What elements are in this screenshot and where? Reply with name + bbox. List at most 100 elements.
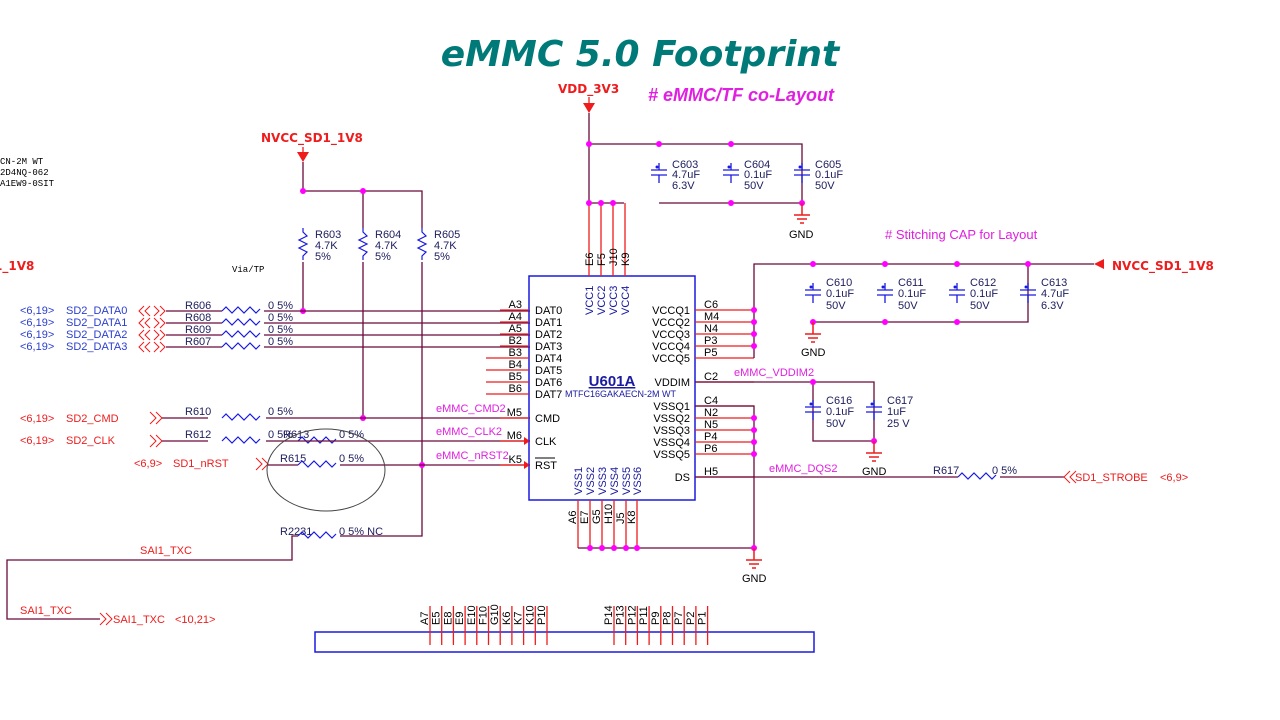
data-net-label[interactable]: SD2_DATA3 — [66, 341, 127, 353]
r615-ref: R615 — [280, 453, 306, 465]
pin-number: E8 — [442, 612, 454, 625]
resistor-r617 — [957, 472, 997, 480]
strobe-net-label[interactable]: SD1_STROBE — [1075, 472, 1148, 484]
emmc-rst-label: eMMC_nRST2 — [436, 450, 509, 462]
vddim-net-label: eMMC_VDDIM2 — [734, 367, 814, 379]
cap-ref: C610 — [826, 277, 852, 289]
chip-u601a[interactable] — [528, 275, 696, 501]
pin-name: VSSQ5 — [653, 449, 690, 461]
pin-number: G10 — [489, 604, 501, 625]
data-net-label[interactable]: SD2_DATA2 — [66, 329, 127, 341]
pin-number: P4 — [704, 431, 717, 443]
gnd-label: GND — [742, 573, 767, 585]
data-resistor-ref: R609 — [185, 324, 211, 336]
pin-name: VSS1 — [573, 467, 585, 495]
data-resistor-value: 0 5% — [268, 300, 293, 312]
capacitor-symbol — [949, 283, 965, 303]
pin-number: G5 — [591, 509, 603, 524]
pin-number: P12 — [626, 605, 638, 625]
offpage-connector-icon — [138, 341, 166, 353]
cap-value: 0.1uF — [826, 406, 854, 418]
colayout-note: # eMMC/TF co-Layout — [648, 85, 835, 105]
pin-number: A5 — [509, 323, 522, 335]
pullup-ref: R605 — [434, 229, 460, 241]
pin-number: P6 — [704, 443, 717, 455]
data-resistor-value: 0 5% — [268, 336, 293, 348]
pin-number: P2 — [685, 612, 697, 625]
pin-number: N5 — [704, 419, 718, 431]
cap-value: 0.1uF — [815, 169, 843, 181]
pin-number: E7 — [579, 511, 591, 524]
pin-name: VCCQ1 — [652, 305, 690, 317]
pin-number: P11 — [638, 606, 650, 625]
capacitor-symbol — [877, 283, 893, 303]
pin-name: VSSQ3 — [653, 425, 690, 437]
pin-name: VCC4 — [620, 286, 632, 315]
dqs-net-label: eMMC_DQS2 — [769, 463, 837, 475]
pin-number: K9 — [620, 253, 632, 266]
power-arrow-vdd-icon — [583, 97, 595, 113]
pin-number: P3 — [704, 335, 717, 347]
cap-voltage: 50V — [815, 180, 835, 192]
cap-voltage: 50V — [826, 418, 846, 430]
pin-number: A4 — [509, 311, 522, 323]
data-net-label[interactable]: SD2_DATA0 — [66, 305, 127, 317]
cap-voltage: 50V — [898, 300, 918, 312]
pin-number: M5 — [507, 407, 522, 419]
capacitor-symbol — [651, 163, 667, 183]
pin-number: E9 — [454, 612, 466, 625]
gnd-label: GND — [862, 466, 887, 478]
pin-name: DAT0 — [535, 305, 562, 317]
pin-number: N2 — [704, 407, 718, 419]
pin-name: VCCQ3 — [652, 329, 690, 341]
cap-voltage: 50V — [744, 180, 764, 192]
capacitor-symbol — [805, 283, 821, 303]
pin-number: J10 — [608, 248, 620, 266]
offpage-connector-icon — [255, 457, 269, 471]
cap-ref: C603 — [672, 159, 698, 171]
pin-name: VCCQ2 — [652, 317, 690, 329]
cap-value: 4.7uF — [1041, 288, 1069, 300]
pin-number: C2 — [704, 371, 718, 383]
page-title: eMMC 5.0 Footprint — [441, 34, 841, 75]
r615-value: 0 5% — [339, 453, 364, 465]
offpage-connector-icon — [138, 305, 166, 317]
resistor-r605 — [416, 228, 428, 260]
capacitor-symbol — [866, 400, 882, 420]
pin-number: H5 — [704, 466, 718, 478]
gnd-label: GND — [801, 347, 826, 359]
pin-name: VSS6 — [632, 467, 644, 495]
pin-name: DAT6 — [535, 377, 562, 389]
capacitor-symbol — [805, 400, 821, 420]
pullup-value: 4.7K — [375, 240, 398, 252]
pin-number: P10 — [536, 605, 548, 625]
data-net-label[interactable]: SD2_DATA1 — [66, 317, 127, 329]
pin-name: VSS3 — [597, 467, 609, 495]
vdd-3v3-label: VDD_3V3 — [558, 82, 619, 97]
cap-ref: C612 — [970, 277, 996, 289]
sai-offpage-label[interactable]: SAI1_TXC — [113, 614, 165, 626]
data-resistor — [221, 306, 261, 314]
junction — [300, 188, 306, 194]
data-resistor — [221, 342, 261, 350]
pin-name: DAT3 — [535, 341, 562, 353]
pullup-tolerance: 5% — [375, 251, 391, 263]
pullup-ref: R604 — [375, 229, 401, 241]
cmd-net-label[interactable]: SD2_CMD — [66, 413, 119, 425]
data-page-ref: <6,19> — [20, 305, 54, 317]
data-resistor-value: 0 5% — [268, 312, 293, 324]
pullup-tolerance: 5% — [434, 251, 450, 263]
pin-number: P8 — [662, 612, 674, 625]
rst-net-label[interactable]: SD1_nRST — [173, 458, 229, 470]
pin-number: M6 — [507, 430, 522, 442]
offpage-connector-icon — [149, 434, 163, 448]
pin-name: DAT1 — [535, 317, 562, 329]
cap-ref: C605 — [815, 159, 841, 171]
clk-net-label[interactable]: SD2_CLK — [66, 435, 116, 447]
offpage-connector-icon — [138, 329, 166, 341]
pin-number: A3 — [509, 299, 522, 311]
pin-number: P9 — [650, 612, 662, 625]
pin-number: E5 — [431, 612, 443, 625]
pin-name: VSSQ1 — [653, 401, 690, 413]
pin-name: VCC2 — [596, 286, 608, 315]
